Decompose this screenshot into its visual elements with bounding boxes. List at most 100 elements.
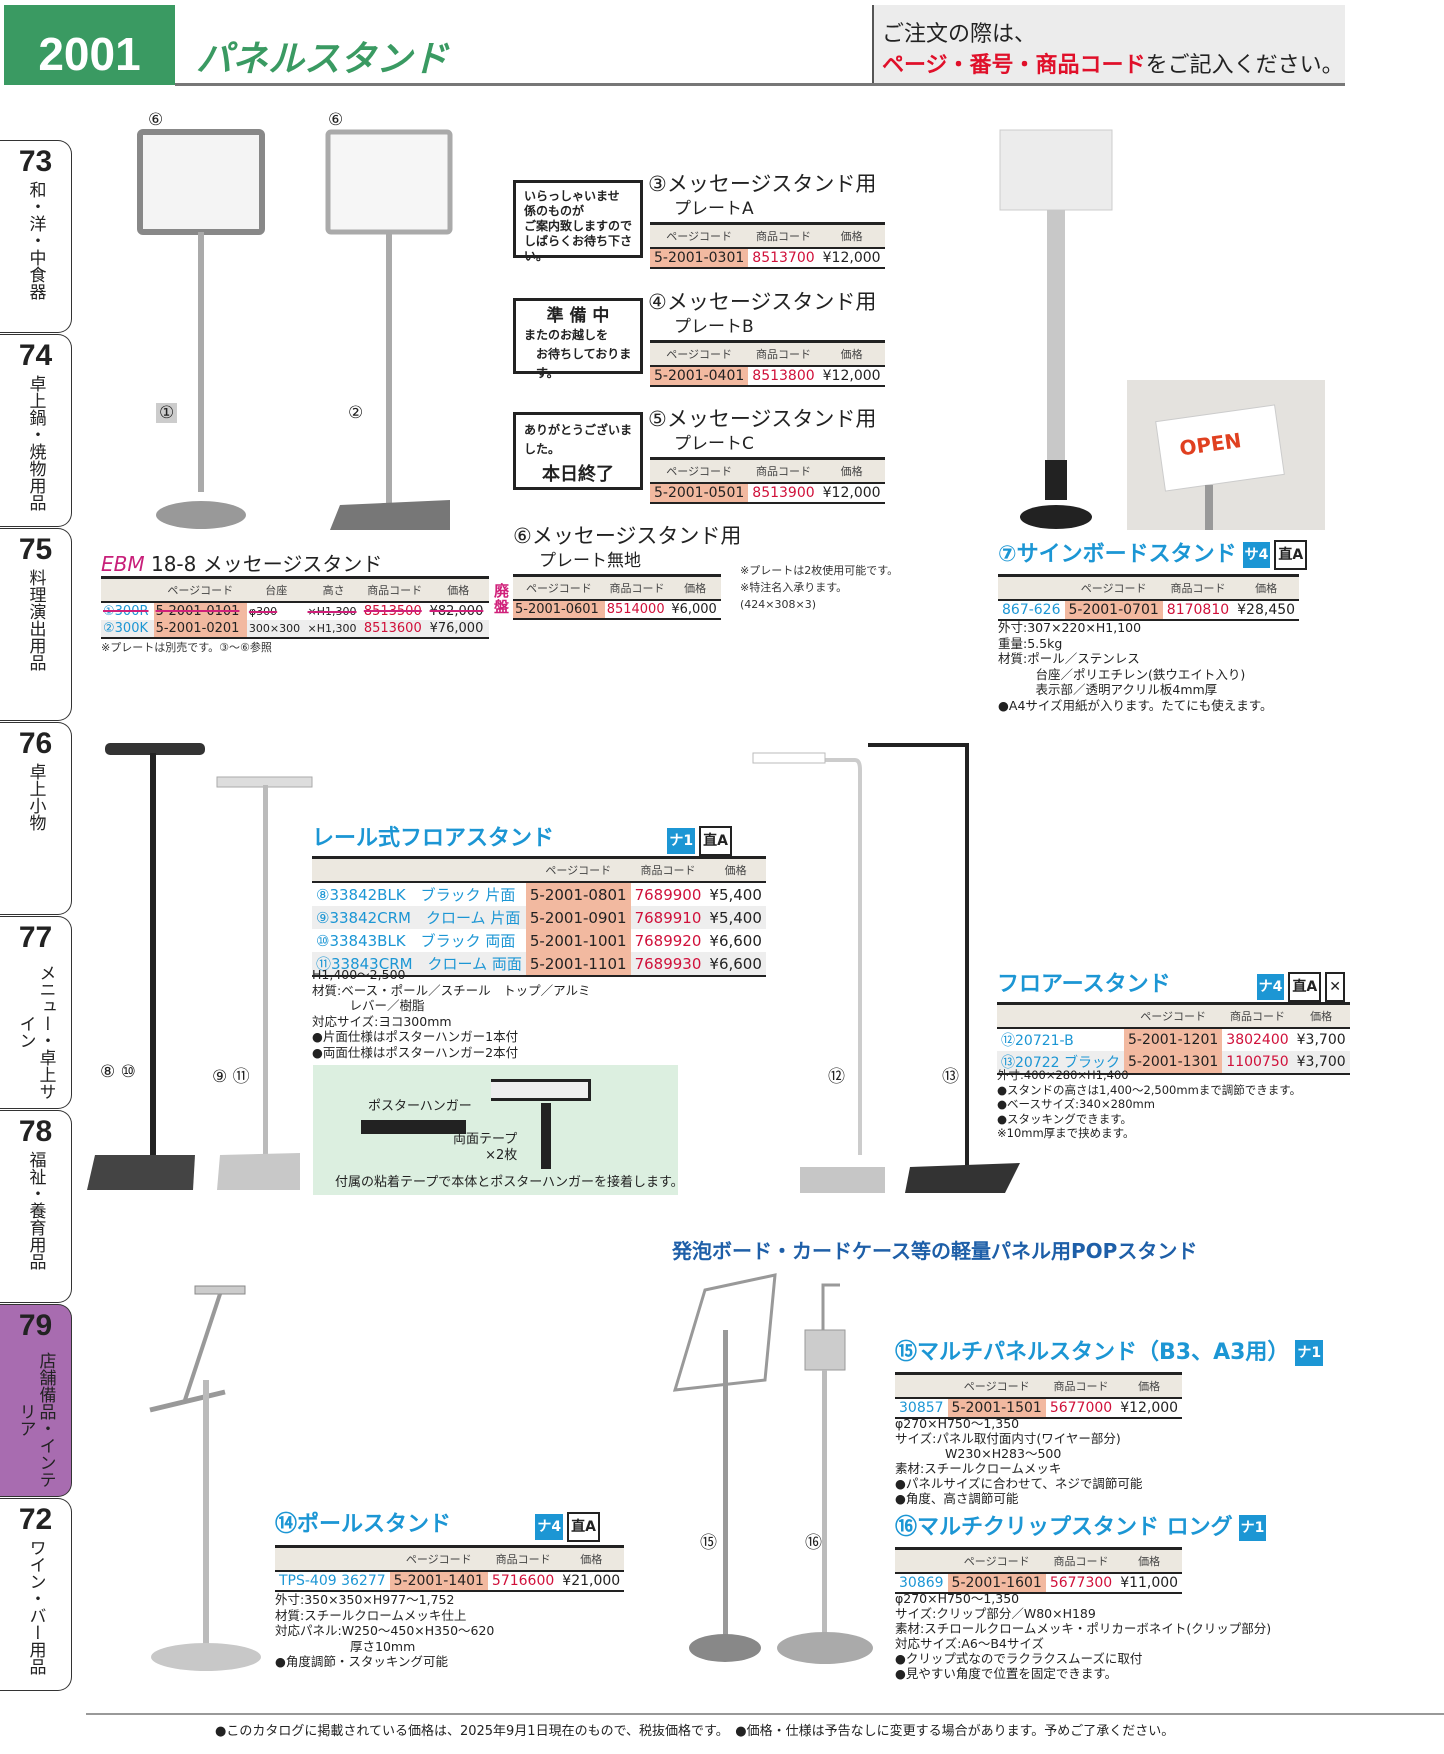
header-price: 価格 <box>1292 1003 1350 1029</box>
tab-number: 74 <box>18 339 53 372</box>
cell-code: 8514000 <box>606 602 665 617</box>
cell-page: 5-2001-1001 <box>525 929 631 952</box>
cell-page: 5-2001-1301 <box>1124 1051 1223 1074</box>
cell-code: 7689930 <box>630 952 706 976</box>
footer-note: ●このカタログに掲載されている価格は、2025年9月1日現在のもので、税抜価格で… <box>215 1724 1175 1739</box>
note-line: ※プレートは2枚使用可能です。 <box>740 564 899 577</box>
title-text: ⑭ポールスタンド <box>275 1512 452 1537</box>
table-header-row: ページコード商品コード価格 <box>650 458 885 484</box>
header-page: ページコード <box>153 577 247 603</box>
tab-number: 75 <box>18 533 53 566</box>
cell-price: ¥11,000 <box>1120 1575 1179 1591</box>
tab-label: 福祉・養育用品 <box>25 1151 46 1270</box>
cell-price: ¥5,400 <box>709 885 762 904</box>
cell-price: ¥3,700 <box>1296 1032 1346 1048</box>
header-price: 価格 <box>1116 1373 1183 1399</box>
header-height: 高さ <box>305 577 362 603</box>
header-code: 商品コード <box>1045 1548 1117 1574</box>
header-price: 価格 <box>1116 1548 1183 1574</box>
title-text: ③メッセージスタンド用 <box>648 172 877 196</box>
direct-ship-badge: 直A <box>1288 972 1322 1002</box>
cell-code: 5716600 <box>491 1573 555 1589</box>
cell-price: ¥12,000 <box>822 368 881 384</box>
tab-label: 和・洋・中食器 <box>25 181 46 300</box>
cell-page: 5-2001-0701 <box>1064 600 1163 620</box>
header-page: ページコード <box>525 857 631 883</box>
cell-code: 8513500 <box>363 604 422 619</box>
rail-pole-icon <box>541 1103 551 1169</box>
cell-model: TPS-409 36277 <box>279 1573 386 1589</box>
subtitle-text: プレート無地 <box>539 551 641 571</box>
title-text: ⑮マルチパネルスタンド（B3、A3用） <box>895 1340 1290 1365</box>
pop-stand-heading: 発泡ボード・カードケース等の軽量パネル用POPスタンド <box>672 1239 1198 1263</box>
cell-page: 5-2001-0901 <box>525 906 631 929</box>
notice-line1: ご注文の際は、 <box>882 22 1037 47</box>
tab-number: 78 <box>18 1115 53 1148</box>
table-header-row: ページコード商品コード価格 <box>998 575 1300 601</box>
notice-highlight: ページ・番号・商品コード <box>882 53 1146 78</box>
cell-page: 5-2001-1101 <box>525 952 631 976</box>
cell-page: 5-2001-1501 <box>947 1398 1046 1418</box>
discontinued-label: 廃盤 <box>494 582 510 616</box>
header-code: 商品コード <box>748 223 819 249</box>
cell-model: ⑫20721-B <box>1001 1033 1074 1049</box>
poster-hanger-illustration: ポスターハンガー 両面テープ×2枚 付属の粘着テープで本体とポスターハンガーを接… <box>313 1065 684 1195</box>
subtitle-text: プレートC <box>674 434 754 454</box>
header-code: 商品コード <box>487 1546 559 1572</box>
table-header-row: ページコード商品コード価格 <box>650 341 885 367</box>
tab-section-78[interactable]: 78 福祉・養育用品 <box>0 1110 72 1303</box>
cell-price: ¥3,700 <box>1292 1051 1350 1074</box>
cell-page: 5-2001-0401 <box>650 366 749 386</box>
plate-a-title: ③メッセージスタンド用プレートA <box>648 172 876 222</box>
multi-panel-title: ⑮マルチパネルスタンド（B3、A3用）ナ1 <box>895 1340 1324 1366</box>
pole-stand-spec: 外寸:350×350×H977〜1,752 材質:スチールクロームメッキ仕上 対… <box>275 1592 495 1669</box>
pole-stand-image <box>149 1285 261 1671</box>
cell-price: ¥6,000 <box>671 602 717 617</box>
header-page: ページコード <box>1124 1003 1223 1029</box>
cell-code: 7689920 <box>634 931 702 950</box>
direct-ship-badge: 直A <box>699 826 732 856</box>
cell-page: 5-2001-0601 <box>513 600 605 619</box>
table-header-row: ページコード商品コード価格 <box>895 1373 1183 1399</box>
no-stacking-icon: ✕ <box>1325 972 1345 1002</box>
cell-code: 8513800 <box>752 368 815 384</box>
header-page: ページコード <box>650 341 749 367</box>
tab-number: 77 <box>18 921 53 954</box>
header-page: ページコード <box>389 1546 488 1572</box>
header-blank <box>312 857 526 883</box>
title-text: ④メッセージスタンド用 <box>648 290 877 314</box>
cell-code: 7689900 <box>634 885 702 904</box>
title-text: ⑤メッセージスタンド用 <box>648 407 877 431</box>
cell-model: ②300K <box>101 620 154 638</box>
plate-c-image: ありがとうございました。 本日終了 <box>513 412 643 490</box>
plate-a-line: ご案内致しますので <box>524 219 633 233</box>
header-page: ページコード <box>947 1373 1046 1399</box>
brand-logo: EBM <box>101 552 145 576</box>
cell-price: ¥5,400 <box>705 906 766 929</box>
header-base: 台座 <box>246 577 306 603</box>
table-header-row: ページコード商品コード価格 <box>513 575 721 601</box>
cell-price: ¥12,000 <box>822 250 881 266</box>
header-code: 商品コード <box>604 575 670 601</box>
header-price: 価格 <box>1233 575 1300 601</box>
cell-model: 30869 <box>899 1575 944 1591</box>
cell-page: 5-2001-0301 <box>650 248 749 268</box>
cell-base: φ300 <box>248 605 278 618</box>
plate-c-line: ありがとうございました。 <box>524 423 633 456</box>
cell-price: ¥12,000 <box>1120 1400 1179 1416</box>
header-page: ページコード <box>513 575 605 601</box>
